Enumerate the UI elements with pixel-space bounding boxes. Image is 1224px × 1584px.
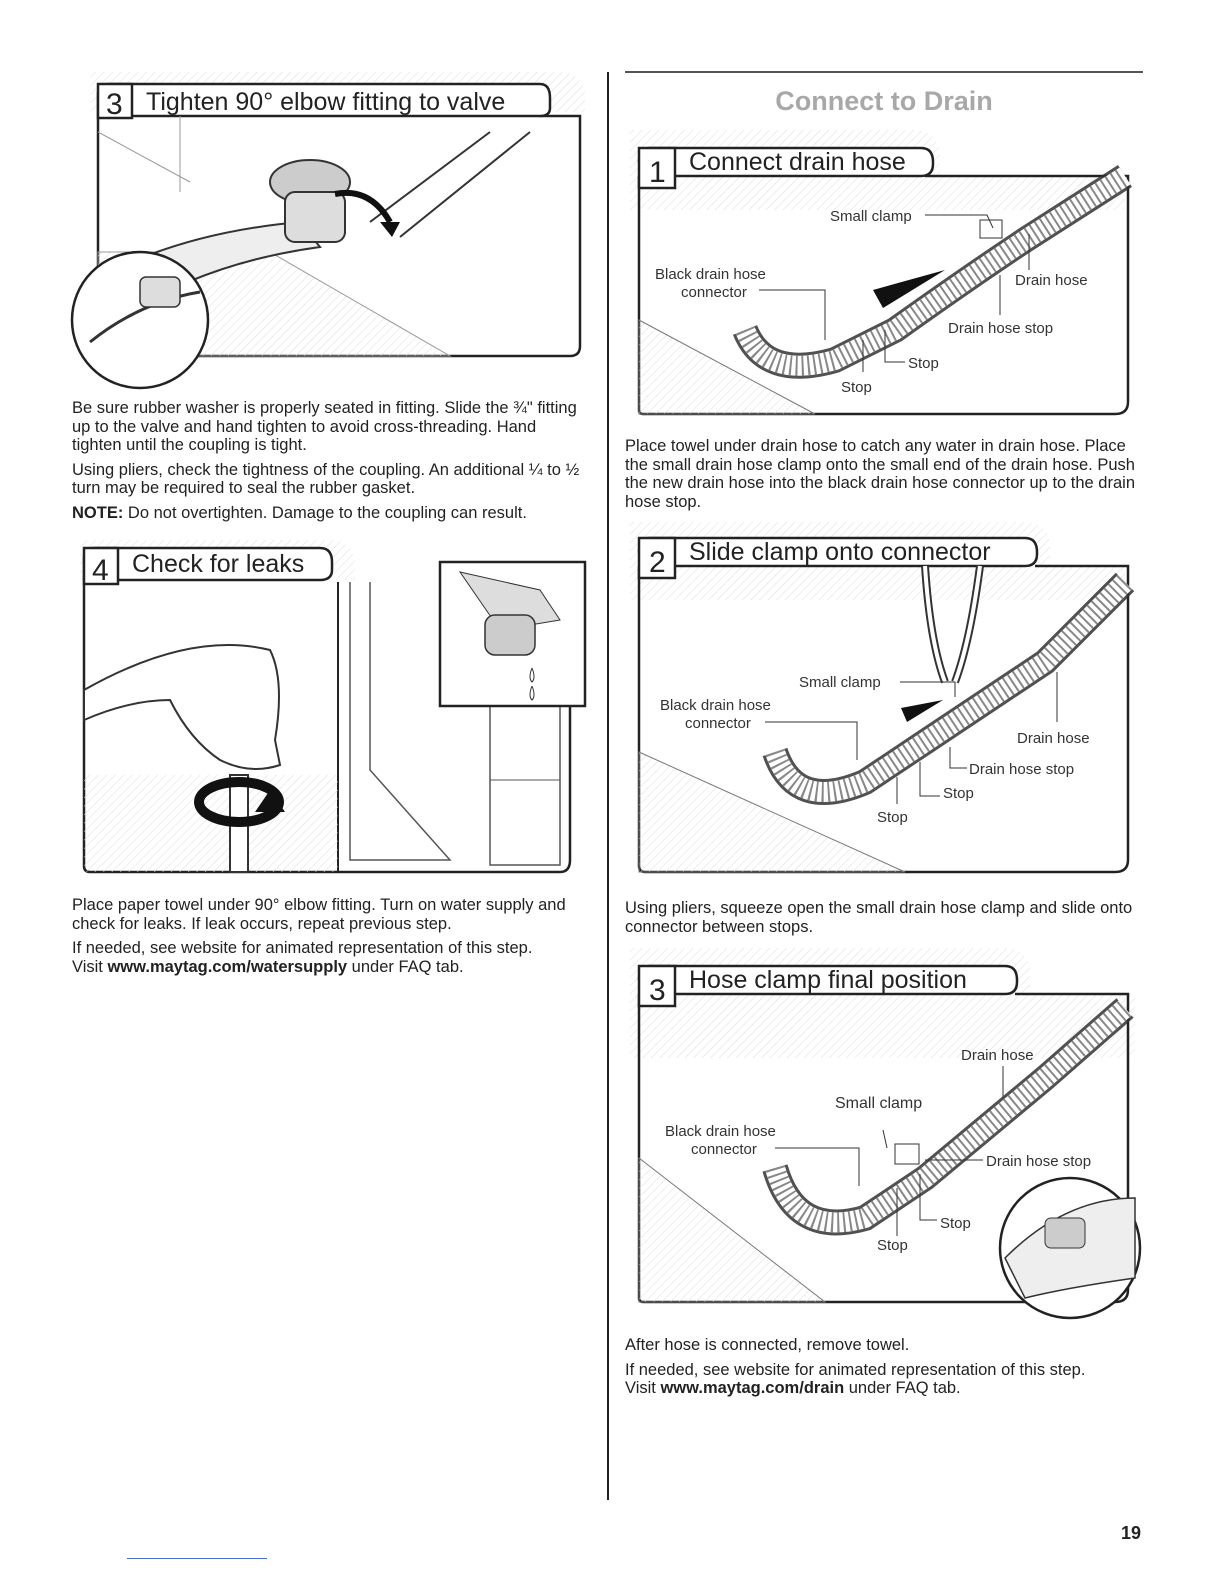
label-black-connector: Black drain hose bbox=[655, 266, 766, 283]
drain-step-3-web-note: If needed, see website for animated repr… bbox=[625, 1361, 1143, 1398]
label-black-connector: connector bbox=[681, 284, 747, 301]
label-drain-hose-stop: Drain hose stop bbox=[969, 761, 1074, 778]
step-3-paragraph: Using pliers, check the tightness of the… bbox=[72, 460, 580, 498]
section-rule bbox=[625, 71, 1143, 73]
drain-step-1-title: Connect drain hose bbox=[689, 148, 906, 176]
step-3-note: NOTE: Do not overtighten. Damage to the … bbox=[72, 504, 582, 523]
step-4-text: Place paper towel under 90° elbow fittin… bbox=[72, 896, 582, 982]
label-stop: Stop bbox=[877, 1237, 908, 1254]
step-4-paragraph: Place paper towel under 90° elbow fittin… bbox=[72, 896, 566, 933]
step-3-number: 3 bbox=[106, 88, 123, 121]
step-3-text: Be sure rubber washer is properly seated… bbox=[72, 399, 582, 528]
section-title: Connect to Drain bbox=[775, 86, 993, 116]
label-black-connector: connector bbox=[691, 1141, 757, 1158]
web-intro: If needed, see website for animated repr… bbox=[625, 1360, 1086, 1379]
label-drain-hose-stop: Drain hose stop bbox=[948, 320, 1053, 337]
note-label: NOTE: bbox=[72, 503, 124, 522]
step-3-valve-illustration: 3 Tighten 90° elbow fitting to valve bbox=[70, 72, 590, 412]
label-drain-hose: Drain hose bbox=[1017, 730, 1090, 747]
drain-step-2-paragraph: Using pliers, squeeze open the small dra… bbox=[625, 899, 1133, 936]
label-small-clamp: Small clamp bbox=[835, 1095, 922, 1112]
label-small-clamp: Small clamp bbox=[830, 208, 912, 225]
drain-step-1-number: 1 bbox=[649, 156, 666, 189]
label-stop: Stop bbox=[841, 379, 872, 396]
drain-step-1-text: Place towel under drain hose to catch an… bbox=[625, 437, 1143, 517]
web-suffix: under FAQ tab. bbox=[347, 957, 464, 976]
step-4-title: Check for leaks bbox=[132, 550, 304, 578]
drain-step-3-text: After hose is connected, remove towel. I… bbox=[625, 1336, 1143, 1404]
drain-step-2-number: 2 bbox=[649, 546, 666, 579]
step-3-paragraph: Be sure rubber washer is properly seated… bbox=[72, 399, 577, 454]
drain-step-3-number: 3 bbox=[649, 974, 666, 1007]
label-drain-hose: Drain hose bbox=[1015, 272, 1088, 289]
label-drain-hose: Drain hose bbox=[961, 1047, 1034, 1064]
drain-step-2-illustration: 2 Slide clamp onto connector Small clamp… bbox=[625, 522, 1143, 882]
footer-line bbox=[127, 1558, 267, 1559]
web-intro: If needed, see website for animated repr… bbox=[72, 939, 533, 957]
step-3-title: Tighten 90° elbow fitting to valve bbox=[146, 88, 505, 116]
web-prefix: Visit bbox=[625, 1379, 661, 1397]
label-small-clamp: Small clamp bbox=[799, 674, 881, 691]
label-stop: Stop bbox=[943, 785, 974, 802]
drain-link[interactable]: www.maytag.com/drain bbox=[660, 1379, 845, 1397]
label-black-connector: connector bbox=[685, 715, 751, 732]
label-stop: Stop bbox=[877, 809, 908, 826]
drain-step-3-illustration: 3 Hose clamp final position Drain hose S… bbox=[625, 948, 1143, 1323]
drain-step-1-illustration: 1 Connect drain hose Small clamp Black d… bbox=[625, 130, 1143, 420]
drain-step-3-paragraph: After hose is connected, remove towel. bbox=[625, 1336, 910, 1354]
web-prefix: Visit bbox=[72, 957, 108, 976]
label-stop: Stop bbox=[908, 355, 939, 372]
label-drain-hose-stop: Drain hose stop bbox=[986, 1153, 1091, 1170]
column-divider bbox=[607, 72, 609, 1500]
label-black-connector: Black drain hose bbox=[665, 1123, 776, 1140]
drain-step-2-title: Slide clamp onto connector bbox=[689, 538, 991, 566]
watersupply-link[interactable]: www.maytag.com/watersupply bbox=[107, 957, 348, 976]
drain-step-3-title: Hose clamp final position bbox=[689, 966, 967, 994]
step-4-leak-check-illustration: 4 Check for leaks bbox=[70, 540, 590, 880]
web-suffix: under FAQ tab. bbox=[844, 1379, 961, 1397]
drain-step-1-paragraph: Place towel under drain hose to catch an… bbox=[625, 437, 1136, 511]
step-4-number: 4 bbox=[92, 554, 109, 587]
label-stop: Stop bbox=[940, 1215, 971, 1232]
step-4-web-note: If needed, see website for animated repr… bbox=[72, 939, 582, 976]
note-text: Do not overtighten. Damage to the coupli… bbox=[123, 503, 527, 522]
page-number: 19 bbox=[1120, 1523, 1141, 1543]
drain-step-2-text: Using pliers, squeeze open the small dra… bbox=[625, 899, 1143, 942]
label-black-connector: Black drain hose bbox=[660, 697, 771, 714]
